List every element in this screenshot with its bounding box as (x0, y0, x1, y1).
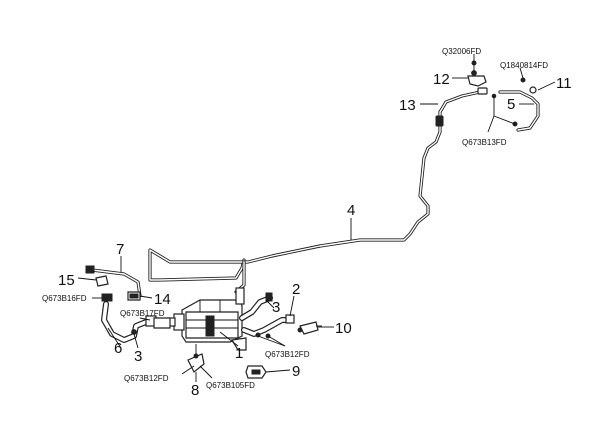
callout-6: 6 (114, 340, 122, 357)
part-code-labels: Q32006FD Q1840814FD Q673B13FD Q673B16FD … (42, 47, 548, 390)
code-q673b17fd: Q673B17FD (120, 309, 165, 318)
callout-2: 2 (292, 281, 300, 298)
bracket-10 (297, 321, 322, 335)
callout-3-right: 3 (272, 299, 280, 316)
callout-5: 5 (507, 96, 515, 113)
callout-15: 15 (58, 272, 75, 289)
hose-5 (491, 77, 540, 132)
callout-10: 10 (335, 320, 352, 337)
callout-12: 12 (433, 71, 450, 88)
callout-13: 13 (399, 97, 416, 114)
bracket-12 (467, 60, 487, 87)
hose-7 (85, 265, 142, 298)
hose-13 (435, 87, 488, 127)
callout-numbers: 1 2 3 3 4 5 6 7 8 9 10 11 12 13 14 15 (58, 71, 572, 399)
right-hoses (239, 292, 295, 339)
callout-9: 9 (292, 363, 300, 380)
code-q32006fd: Q32006FD (442, 47, 481, 56)
code-q673b12fd-right: Q673B12FD (265, 350, 310, 359)
left-hoses (101, 293, 171, 343)
callout-7: 7 (116, 241, 124, 258)
code-q673b105fd: Q673B105FD (206, 381, 255, 390)
code-q1840814fd: Q1840814FD (500, 61, 548, 70)
code-q673b12fd-bottom: Q673B12FD (124, 374, 169, 383)
vapor-line-assembly (148, 123, 442, 294)
clamp-9 (245, 365, 267, 379)
leader-lines (77, 54, 556, 382)
callout-11: 11 (556, 75, 572, 92)
callout-8: 8 (191, 382, 199, 399)
callout-14: 14 (154, 291, 171, 308)
carbon-canister-1 (167, 287, 247, 351)
code-q673b16fd: Q673B16FD (42, 294, 87, 303)
callout-3-left: 3 (134, 348, 142, 365)
callout-4: 4 (347, 202, 355, 219)
clip-14 (127, 291, 141, 301)
callout-1: 1 (235, 345, 243, 362)
code-q673b13fd-top: Q673B13FD (462, 138, 507, 147)
